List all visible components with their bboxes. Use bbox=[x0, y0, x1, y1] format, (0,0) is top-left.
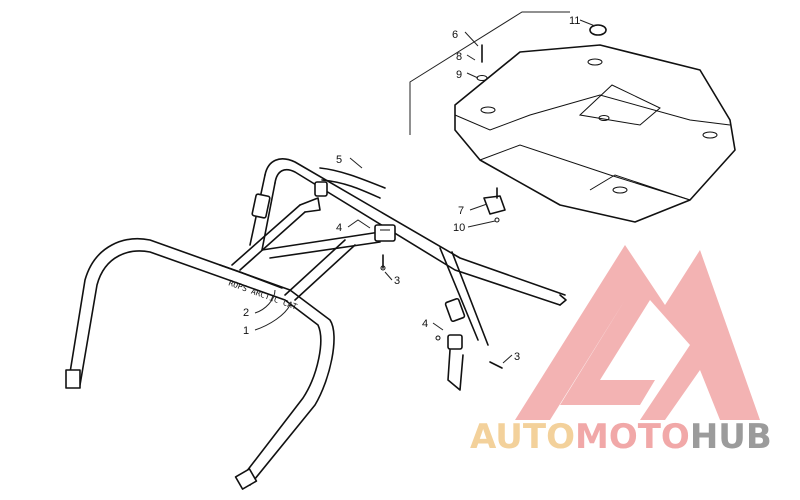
callout-11: 11 bbox=[569, 15, 580, 27]
callout-2: 2 bbox=[243, 307, 249, 319]
svg-text:AUTOMOTOHUB: AUTOMOTOHUB bbox=[470, 417, 772, 457]
roof-cap bbox=[589, 24, 607, 36]
front-rops-bar: ROPS ARCTIC CAT bbox=[65, 238, 335, 490]
callout-10: 10 bbox=[453, 222, 465, 234]
roof-panel bbox=[454, 44, 736, 223]
rear-rops-left-post bbox=[249, 174, 276, 251]
rops-decal: ROPS ARCTIC CAT bbox=[227, 278, 298, 311]
bolt-upper bbox=[380, 254, 386, 271]
clamp-bracket-lower bbox=[447, 334, 464, 391]
callout-1: 1 bbox=[243, 325, 249, 337]
roof-bolt bbox=[476, 44, 488, 81]
leader-lines bbox=[254, 11, 596, 364]
callout-4-upper: 4 bbox=[336, 222, 342, 234]
bolt-lower bbox=[435, 335, 503, 369]
callout-3-upper: 3 bbox=[394, 275, 400, 287]
watermark-word-moto: MOTO bbox=[575, 417, 690, 457]
rear-rops-right-post bbox=[439, 247, 489, 346]
callout-labels: 2 1 3 3 4 4 5 6 7 8 9 10 11 bbox=[243, 15, 580, 363]
callout-3-lower: 3 bbox=[514, 351, 520, 363]
front-rops-cross-brace bbox=[231, 197, 381, 301]
watermark-word-hub: HUB bbox=[690, 417, 772, 457]
callout-7: 7 bbox=[458, 205, 464, 217]
roof-mount-bracket bbox=[483, 187, 506, 223]
watermark-wordmark: AUTOMOTOHUB bbox=[470, 417, 772, 457]
callout-6: 6 bbox=[452, 29, 458, 41]
clamp-bracket-upper bbox=[374, 224, 396, 242]
watermark-logo-mark bbox=[515, 245, 760, 420]
callout-4-lower: 4 bbox=[422, 318, 428, 330]
callout-9: 9 bbox=[456, 69, 462, 81]
callout-8: 8 bbox=[456, 51, 462, 63]
watermark-word-auto: AUTO bbox=[470, 417, 575, 457]
callout-5: 5 bbox=[336, 154, 342, 166]
rear-rops-upper-bar bbox=[264, 158, 567, 306]
